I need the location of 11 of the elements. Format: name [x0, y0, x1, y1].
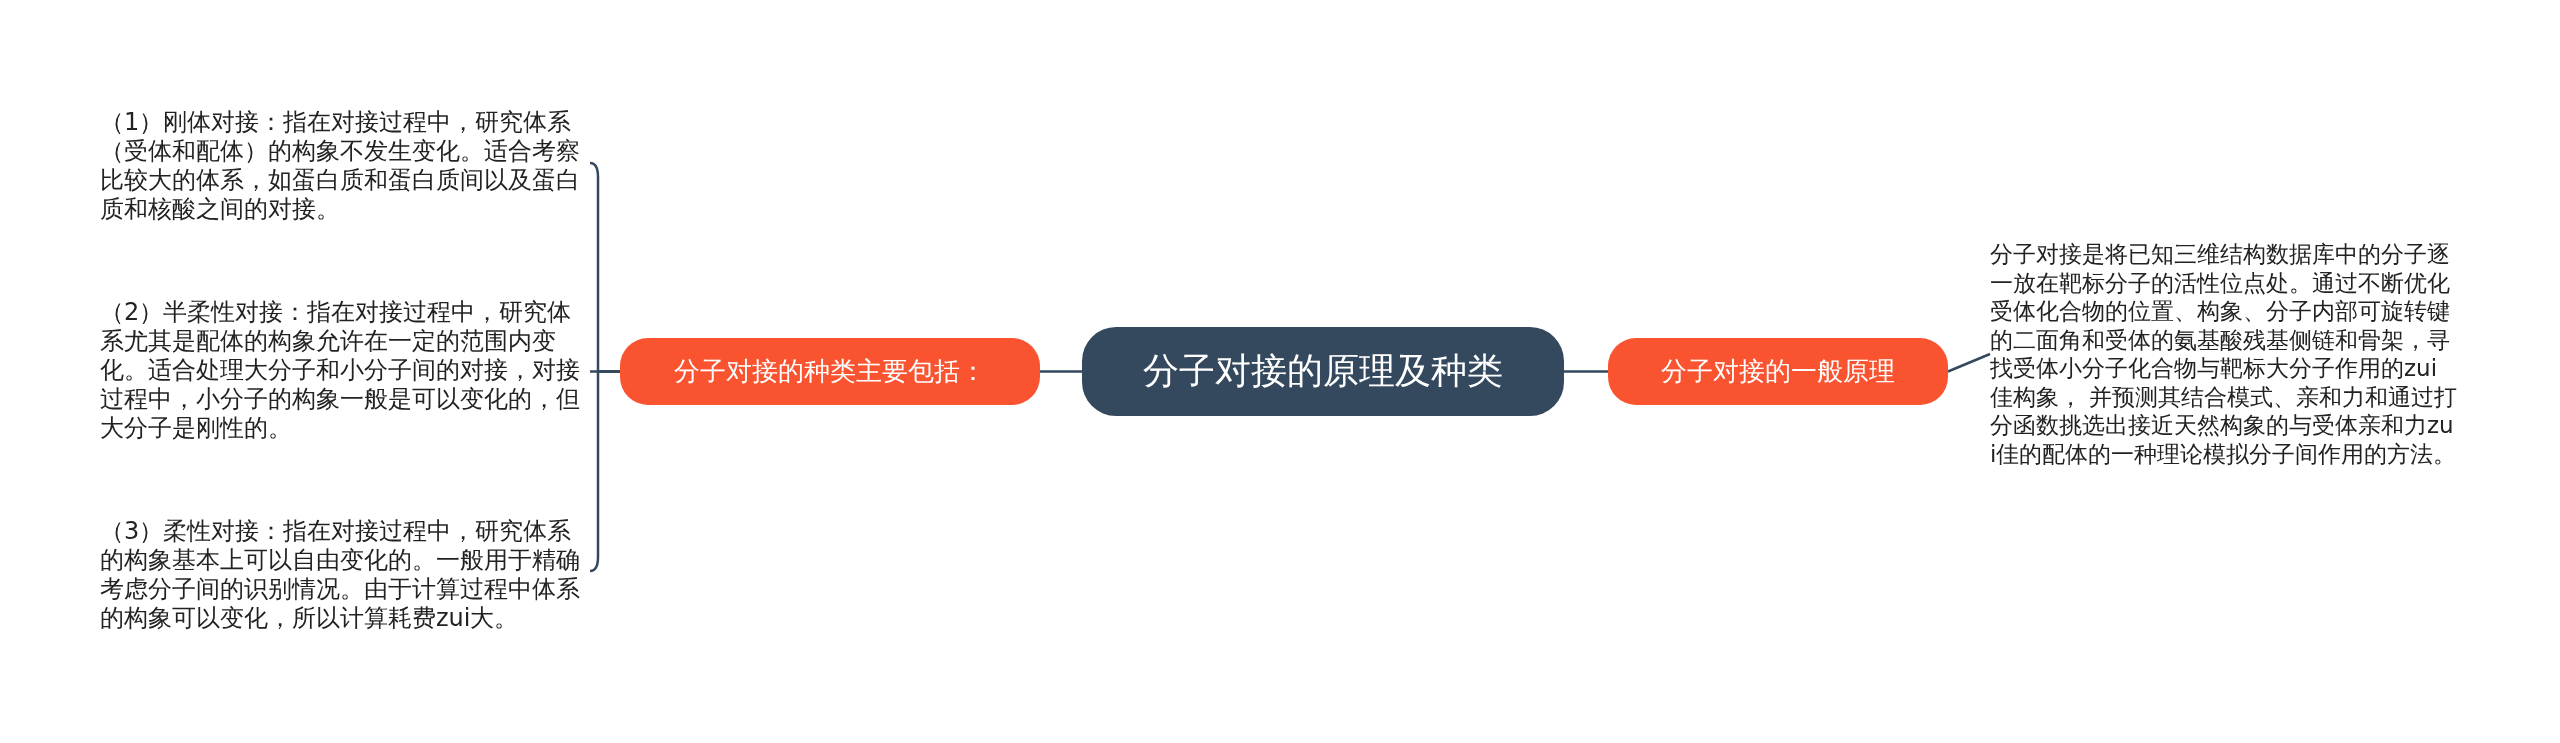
- branch-box: 分子对接的一般原理: [1608, 338, 1948, 405]
- note-text: （3）柔性对接：指在对接过程中，研究体系的构象基本上可以自由变化的。一般用于精确考虑分子间的识别情况。由于计算过程中体系的构象可以变化，所以计算耗费zui大。: [100, 517, 590, 633]
- connector-line: [589, 370, 620, 573]
- note-text: 分子对接是将已知三维结构数据库中的分子逐一放在靶标分子的活性位点处。通过不断优化受体化合物的位置、构象、分子内部可旋转键的二面角和受体的氨基酸残基侧链和骨架，寻找受体小分子化合物与靶标大分子作用的zui佳构象， 并预测其结合模式、亲和力和通过打分函数挑选出接近天然构象的与受体亲和力zui佳的配体的一种理论模拟分子间作用的方法。: [1990, 240, 2460, 468]
- connector-line: [1040, 370, 1082, 373]
- note-text: （2）半柔性对接：指在对接过程中，研究体系尤其是配体的构象允许在一定的范围内变化。适合处理大分子和小分子间的对接，对接过程中，小分子的构象一般是可以变化的，但大分子是刚性的。: [100, 298, 590, 443]
- note-text: （1）刚体对接：指在对接过程中，研究体系（受体和配体）的构象不发生变化。适合考察比较大的体系，如蛋白质和蛋白质间以及蛋白质和核酸之间的对接。: [100, 108, 590, 224]
- connector-line: [1564, 370, 1608, 373]
- connector-line: [1947, 352, 1991, 373]
- topic-box: 分子对接的原理及种类: [1082, 327, 1564, 416]
- branch-box: 分子对接的种类主要包括：: [620, 338, 1040, 405]
